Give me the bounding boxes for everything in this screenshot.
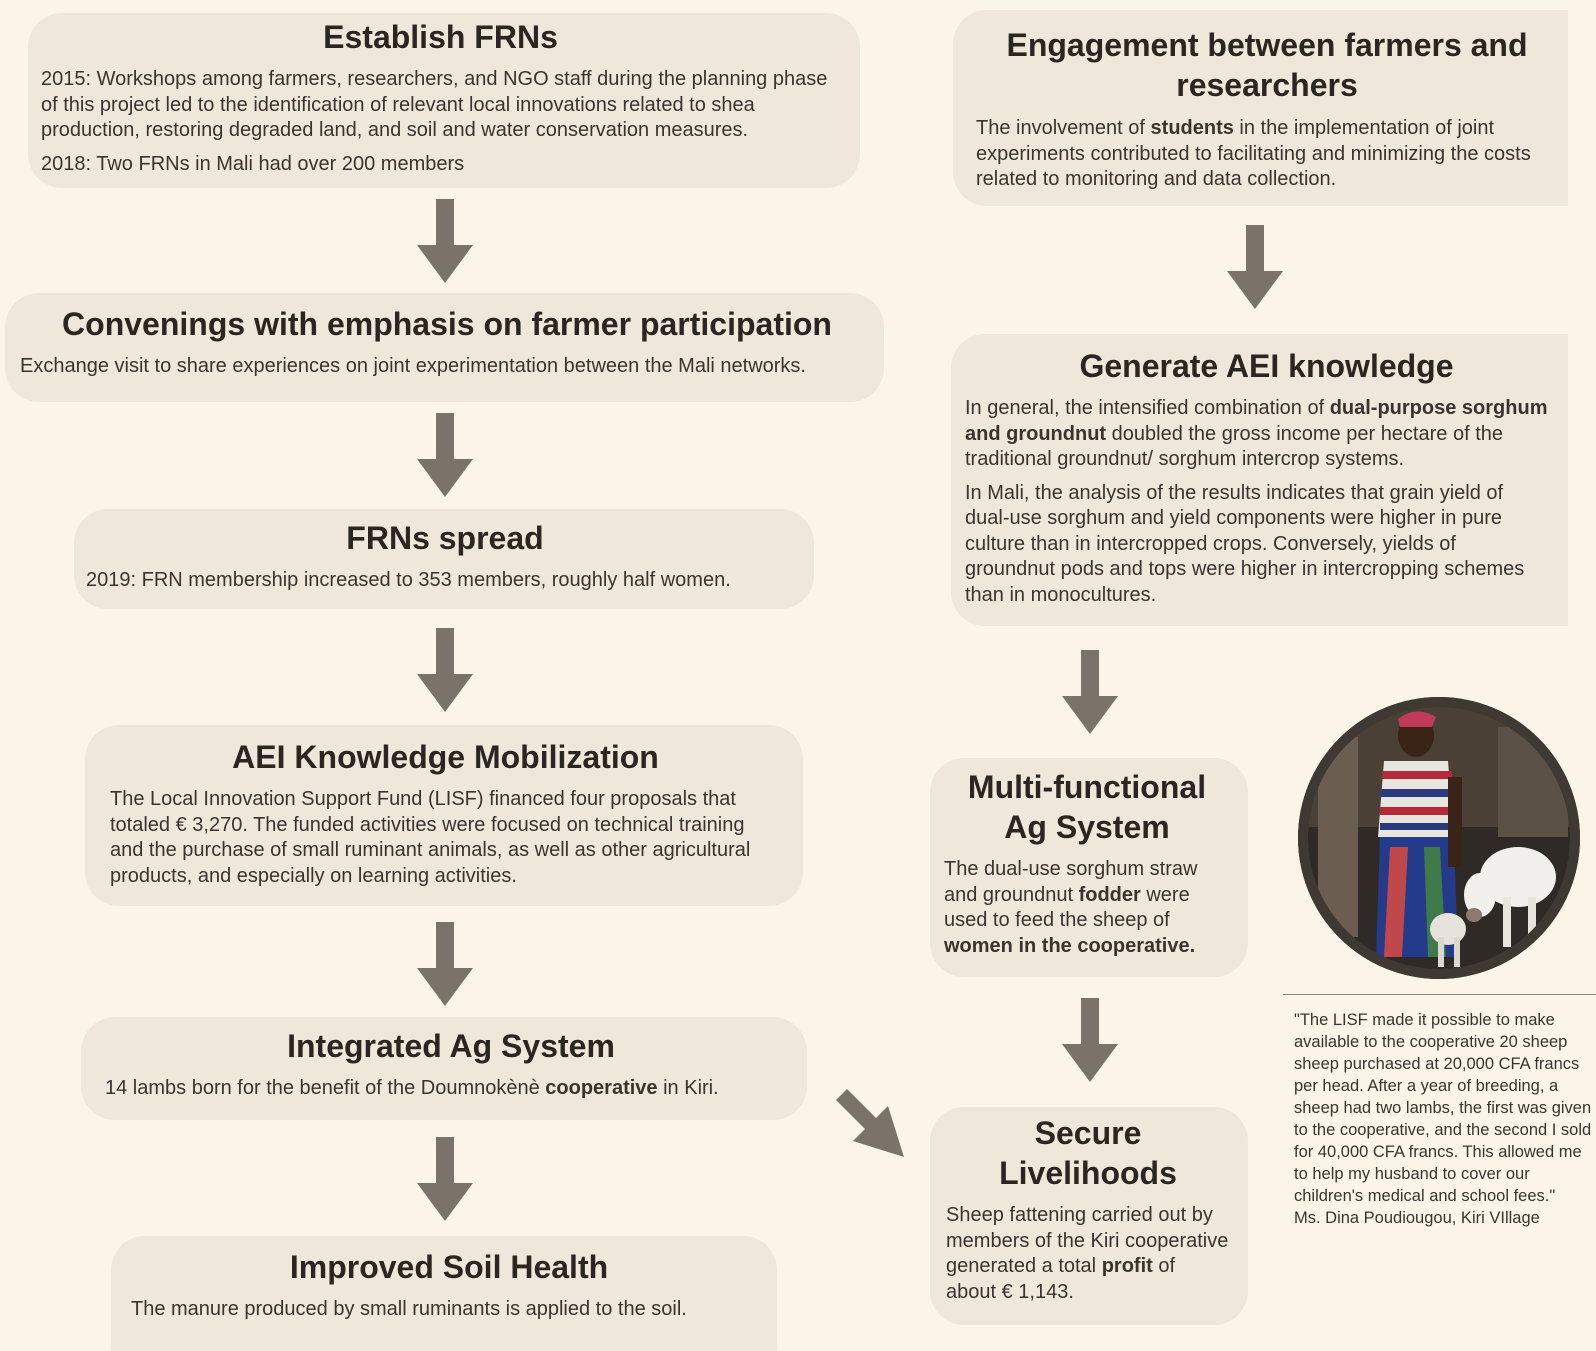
soil-health-title: Improved Soil Health [289, 1249, 609, 1285]
convenings-title: Convenings with emphasis on farmer parti… [62, 306, 832, 342]
secure-livelihoods-text: Sheep fattening carried out by members o… [946, 1204, 1229, 1303]
multifunctional-title: Multi-functional Ag System [967, 769, 1207, 845]
frns-spread-text: 2019: FRN membership increased to 353 me… [86, 569, 731, 591]
soil-health-text: The manure produced by small ruminants i… [131, 1298, 687, 1320]
down-arrow-icon [1062, 650, 1118, 734]
establish-frns-title: Establish FRNs [323, 19, 558, 55]
multifunctional-box: Multi-functional Ag System The dual-use … [930, 758, 1248, 977]
convenings-text: Exchange visit to share experiences on j… [20, 355, 806, 377]
down-arrow-icon [417, 628, 473, 712]
down-arrow-icon [417, 199, 473, 283]
quote-attribution: Ms. Dina Poudiougou, Kiri VIllage [1294, 1209, 1540, 1227]
secure-livelihoods-title: Secure Livelihoods [999, 1115, 1177, 1191]
frns-spread-title: FRNs spread [346, 520, 544, 556]
generate-aei-text-2: In Mali, the analysis of the results ind… [965, 481, 1525, 606]
establish-frns-box: Establish FRNs 2015: Workshops among far… [28, 13, 860, 188]
diagonal-arrow-icon [836, 1089, 906, 1157]
aei-mobilization-box: AEI Knowledge Mobilization The Local Inn… [85, 725, 803, 906]
down-arrow-icon [1062, 998, 1118, 1082]
generate-aei-text-1: In general, the intensified combination … [965, 397, 1548, 470]
integrated-ag-box: Integrated Ag System 14 lambs born for t… [81, 1017, 807, 1120]
down-arrow-icon [417, 413, 473, 497]
soil-health-box: Improved Soil Health The manure produced… [111, 1236, 777, 1351]
convenings-box: Convenings with emphasis on farmer parti… [5, 293, 884, 402]
integrated-ag-text: 14 lambs born for the benefit of the Dou… [105, 1077, 719, 1099]
frns-spread-box: FRNs spread 2019: FRN membership increas… [74, 509, 814, 609]
generate-aei-title: Generate AEI knowledge [1079, 348, 1454, 384]
establish-frns-text-2: 2018: Two FRNs in Mali had over 200 memb… [41, 152, 465, 175]
down-arrow-icon [417, 1137, 473, 1221]
engagement-box: Engagement between farmers and researche… [953, 10, 1568, 206]
farmer-photo [1298, 697, 1580, 979]
testimonial-quote: "The LISF made it possible to make avail… [1283, 994, 1596, 1284]
engagement-title: Engagement between farmers and researche… [1006, 27, 1528, 103]
generate-aei-box: Generate AEI knowledge In general, the i… [951, 334, 1568, 626]
engagement-text: The involvement of students in the imple… [976, 117, 1531, 190]
down-arrow-icon [1227, 225, 1283, 309]
multifunctional-text: The dual-use sorghum straw and groundnut… [944, 858, 1198, 957]
down-arrow-icon [417, 922, 473, 1006]
secure-livelihoods-box: Secure Livelihoods Sheep fattening carri… [930, 1107, 1248, 1325]
establish-frns-text-1: 2015: Workshops among farmers, researche… [41, 68, 828, 141]
quote-text: "The LISF made it possible to make avail… [1294, 1011, 1592, 1205]
aei-mobilization-title: AEI Knowledge Mobilization [232, 739, 659, 775]
aei-mobilization-text: The Local Innovation Support Fund (LISF)… [110, 788, 751, 887]
integrated-ag-title: Integrated Ag System [287, 1028, 615, 1064]
